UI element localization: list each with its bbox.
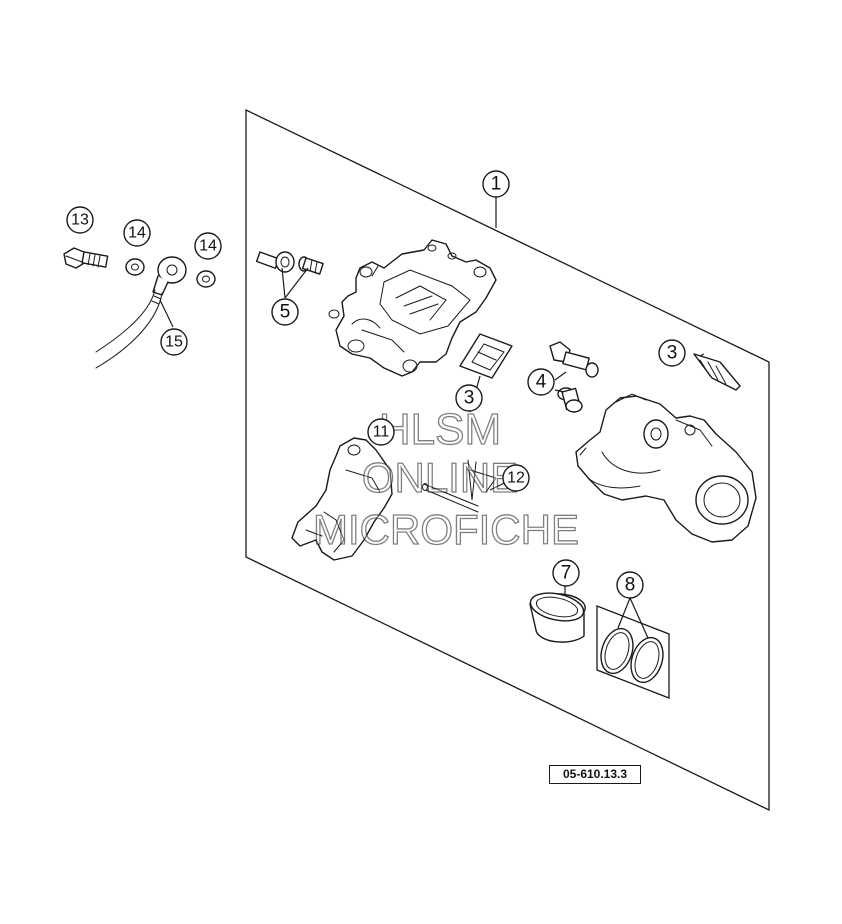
guide-pin-4-lower [557,387,583,413]
callout-3-left: 3 [455,384,483,412]
callout-13: 13 [66,206,94,234]
guide-pin-4-upper [549,341,599,378]
watermark-line-1: HLSM [379,405,501,454]
callout-14-right: 14 [194,232,222,260]
caliper-body-1 [328,239,497,377]
svg-text:7: 7 [561,563,572,584]
diagram-reference-code: 05-610.13.3 [549,765,641,784]
svg-text:12: 12 [507,470,525,487]
piston-7 [529,592,586,643]
bleeder-screw-5-right [298,256,324,275]
svg-text:3: 3 [464,388,475,409]
callout-8: 8 [616,571,644,599]
callout-7: 7 [552,559,580,587]
watermark-line-3: MICROFICHE [313,506,579,553]
svg-text:14: 14 [199,238,217,255]
callout-12: 12 [502,464,530,492]
brake-pad-11 [291,437,393,561]
callout-11: 11 [367,418,395,446]
caliper-bracket [575,393,757,543]
watermark: HLSM ONLINE MICROFICHE [312,404,579,553]
bleeder-screw-5-left [255,251,295,273]
washer-14-left [125,258,145,276]
callout-4: 4 [527,368,555,396]
assembly-frame [245,108,770,812]
svg-text:1: 1 [491,174,502,195]
svg-text:4: 4 [536,372,547,393]
callout-14-left: 14 [123,219,151,247]
callout-15: 15 [160,328,188,356]
washer-14-right [196,270,216,288]
callout-3-right: 3 [658,339,686,367]
banjo-bolt-13 [63,247,109,269]
banjo-fitting-15 [95,256,187,369]
watermark-line-2: ONLINE [362,454,518,501]
callout-1: 1 [482,170,510,198]
pad-pin-12 [422,459,497,513]
pad-spring-3-left [459,333,513,379]
svg-text:3: 3 [667,343,678,364]
svg-text:14: 14 [128,225,146,242]
svg-text:13: 13 [71,212,89,229]
pad-spring-3-right [693,353,741,391]
svg-text:8: 8 [625,575,636,596]
seal-kit-8 [596,605,670,699]
svg-text:11: 11 [373,424,390,441]
callout-5: 5 [271,298,299,326]
svg-text:15: 15 [165,334,183,351]
svg-text:5: 5 [280,302,291,323]
